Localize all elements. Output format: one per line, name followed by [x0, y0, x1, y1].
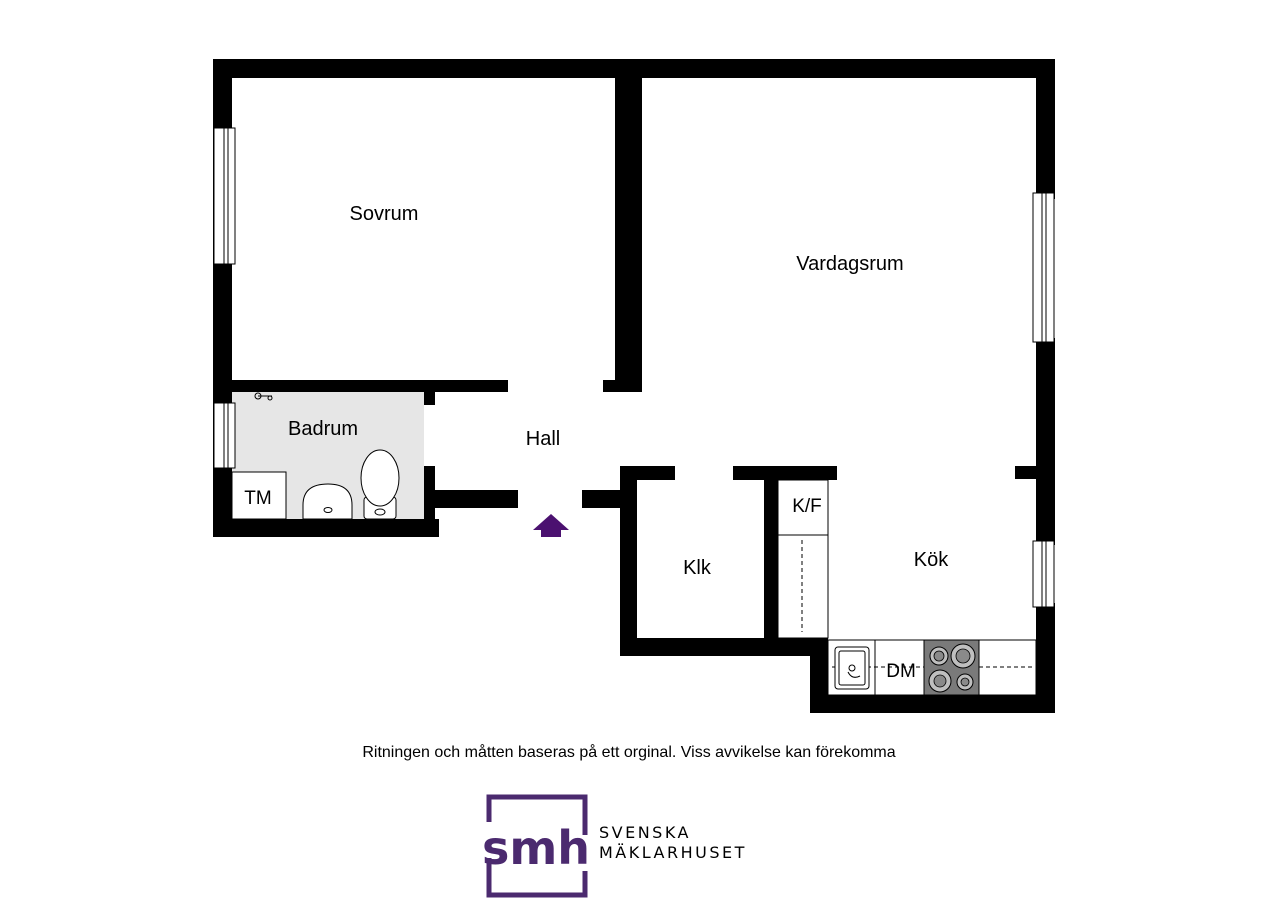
- room-label-badrum: Badrum: [288, 418, 358, 440]
- label-dm: DM: [886, 661, 916, 682]
- room-label-sovrum: Sovrum: [350, 203, 419, 225]
- toilet-icon: [360, 449, 400, 520]
- brand-line-2: MÄKLARHUSET: [599, 843, 747, 862]
- stove-icon: [923, 639, 980, 696]
- brand-logo: smh SVENSKA MÄKLARHUSET: [482, 794, 747, 898]
- label-kf: K/F: [792, 496, 822, 517]
- logo-mark: smh: [482, 821, 590, 875]
- room-label-hall: Hall: [526, 428, 560, 450]
- disclaimer-text: Ritningen och måtten baseras på ett orgi…: [362, 744, 896, 761]
- sink-icon: [834, 646, 870, 690]
- room-label-klk: Klk: [683, 557, 712, 579]
- room-label-kok: Kök: [914, 549, 949, 571]
- window-icon: [1032, 192, 1055, 343]
- washing-machine-box: [231, 471, 287, 520]
- fridge-freezer-icon: [777, 479, 829, 639]
- entrance-arrow-icon: [533, 514, 569, 537]
- window-icon: [213, 127, 236, 265]
- washbasin-icon: [302, 483, 353, 520]
- room-label-vardagsrum: Vardagsrum: [796, 253, 903, 275]
- brand-line-1: SVENSKA: [599, 823, 691, 842]
- window-icon: [1032, 540, 1055, 608]
- walls: [213, 59, 1055, 713]
- window-icon: [213, 402, 236, 469]
- label-tm: TM: [244, 488, 271, 509]
- faucet-icon: [254, 392, 273, 401]
